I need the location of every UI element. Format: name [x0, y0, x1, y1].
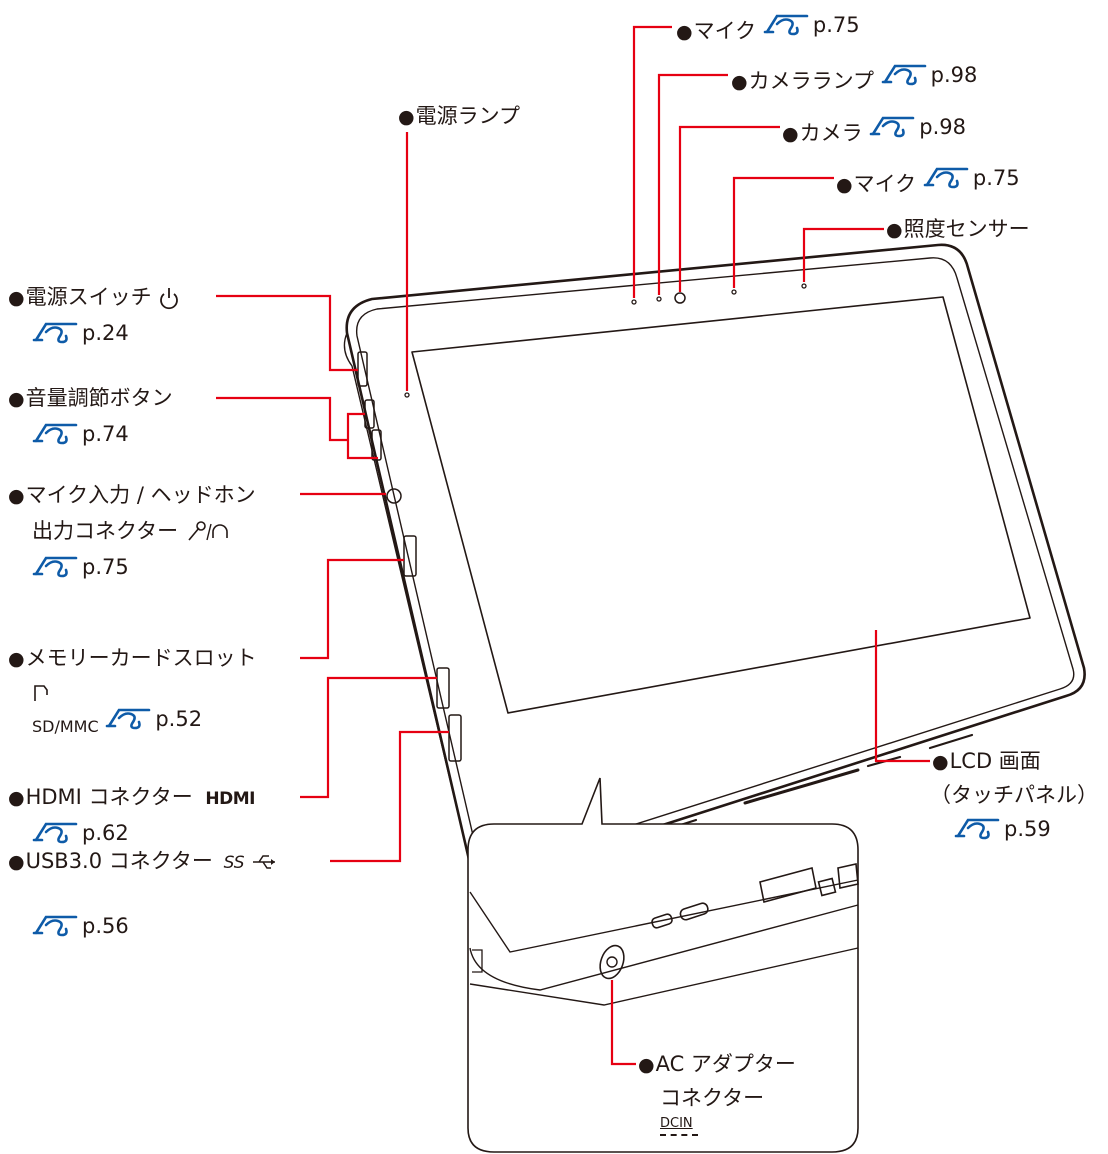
- volume-label: 音量調節ボタン: [25, 386, 173, 410]
- ref-page: p.24: [82, 321, 129, 345]
- power-switch-label: 電源スイッチ: [25, 285, 152, 309]
- hdmi-logo-icon: HDMI: [205, 789, 255, 809]
- lcd-label: LCD 画面: [949, 749, 1041, 773]
- ac-adapter-label-2: コネクター: [660, 1086, 765, 1110]
- mic-in-label-2: 出力コネクター: [32, 519, 179, 543]
- label-card-slot: ●メモリーカードスロット: [8, 646, 257, 670]
- camera-lamp-label: カメラランプ: [748, 69, 874, 93]
- card-icon-row: [32, 679, 50, 705]
- ref-mic-right[interactable]: p.75: [923, 165, 1020, 191]
- ref-page: p.56: [82, 914, 129, 938]
- ref-lcd[interactable]: p.59: [954, 816, 1051, 848]
- label-mic-in-line2: 出力コネクター: [32, 518, 229, 544]
- pointing-hand-icon: [32, 423, 78, 445]
- lcd-label-2: （タッチパネル）: [930, 783, 1098, 807]
- ref-page: p.74: [82, 422, 129, 446]
- mic-in-label: マイク入力 / ヘッドホン: [25, 483, 256, 507]
- ref-page: p.75: [972, 166, 1020, 190]
- label-ac-adapter-line2: コネクター: [660, 1085, 764, 1111]
- mic-label: マイク: [853, 172, 917, 196]
- power-lamp-label: 電源ランプ: [415, 104, 520, 128]
- label-card-slot-sub: SD/MMC p.52: [32, 706, 202, 740]
- pointing-hand-icon: [32, 915, 78, 937]
- ac-adapter-label: AC アダプター: [655, 1052, 796, 1076]
- leader-lines: [216, 25, 930, 1066]
- label-volume: ●音量調節ボタン: [8, 386, 173, 410]
- pointing-hand-icon: [32, 322, 78, 344]
- power-icon: [160, 288, 179, 310]
- pointing-hand-icon: [106, 708, 151, 730]
- pointing-hand-icon: [32, 556, 78, 578]
- label-power-switch: ●電源スイッチ: [8, 284, 180, 311]
- ref-page: p.62: [82, 821, 129, 845]
- ref-page: p.98: [930, 63, 978, 87]
- label-ac-adapter: ●AC アダプター: [638, 1052, 796, 1076]
- card-slot-label: メモリーカードスロット: [25, 646, 257, 670]
- label-hdmi: ●HDMI コネクター HDMI: [8, 785, 255, 809]
- mic-label: マイク: [693, 19, 757, 43]
- usb-trident-icon: [253, 855, 276, 869]
- ref-page: p.75: [82, 555, 129, 579]
- ref-hdmi[interactable]: p.62: [32, 820, 129, 852]
- ref-page: p.75: [812, 13, 860, 37]
- label-light-sensor: ●照度センサー: [886, 217, 1030, 241]
- label-power-lamp: ●電源ランプ: [398, 104, 520, 128]
- ref-mic-top[interactable]: p.75: [763, 12, 860, 38]
- usb-label: USB3.0 コネクター: [25, 849, 213, 873]
- ref-volume[interactable]: p.74: [32, 421, 129, 453]
- light-sensor-label: 照度センサー: [903, 217, 1030, 241]
- dcin-icon: DCIN: [660, 1116, 698, 1136]
- label-lcd: ●LCD 画面: [932, 749, 1041, 773]
- ref-page: p.59: [1004, 817, 1051, 841]
- ref-usb[interactable]: p.56: [32, 913, 129, 945]
- label-mic-in: ●マイク入力 / ヘッドホン: [8, 483, 256, 507]
- label-usb: ●USB3.0 コネクター SS: [8, 848, 277, 876]
- dc-symbol-icon: [660, 1134, 698, 1136]
- camera-label: カメラ: [799, 121, 863, 145]
- pointing-hand-icon: [763, 14, 809, 36]
- pointing-hand-icon: [869, 116, 915, 138]
- ref-power-switch[interactable]: p.24: [32, 320, 129, 352]
- ref-page: p.98: [919, 115, 967, 139]
- sd-card-icon: [34, 685, 48, 701]
- ref-camera-lamp[interactable]: p.98: [881, 62, 978, 88]
- hdmi-label: HDMI コネクター: [25, 785, 193, 809]
- pointing-hand-icon: [954, 818, 1000, 840]
- ref-page: p.52: [155, 707, 203, 731]
- ref-camera[interactable]: p.98: [869, 114, 966, 140]
- dcin-label: DCIN: [660, 1116, 693, 1131]
- usb-ss-logo-icon: SS: [223, 853, 245, 873]
- ref-card-slot[interactable]: p.52: [105, 706, 202, 732]
- label-camera-lamp: ●カメラランプ p.98: [731, 62, 978, 93]
- ref-mic-in[interactable]: p.75: [32, 554, 129, 586]
- pointing-hand-icon: [32, 822, 78, 844]
- pointing-hand-icon: [923, 167, 969, 189]
- mic-headphone-icon: [188, 521, 228, 541]
- sd-mmc-label: SD/MMC: [32, 717, 99, 736]
- label-mic-top: ●マイク p.75: [676, 12, 860, 43]
- label-camera: ●カメラ p.98: [782, 114, 967, 145]
- label-lcd-line2: （タッチパネル）: [930, 782, 1098, 808]
- label-mic-right: ●マイク p.75: [836, 165, 1020, 196]
- pointing-hand-icon: [881, 64, 926, 86]
- inset-callout: [467, 777, 859, 1153]
